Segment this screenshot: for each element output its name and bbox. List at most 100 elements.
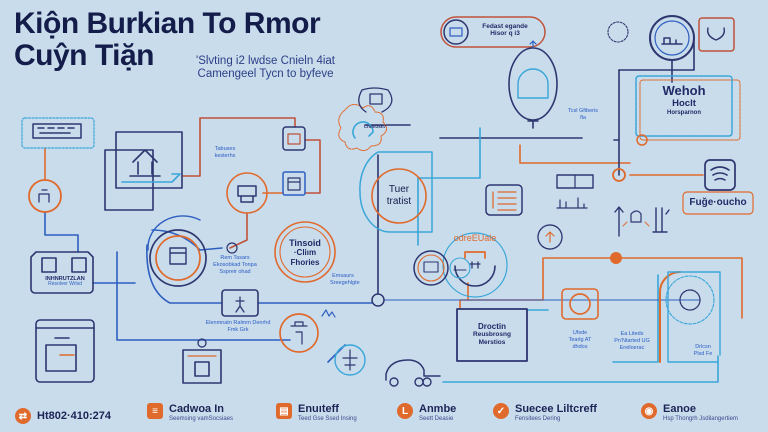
person-icon — [38, 189, 50, 203]
brain-frame-orange — [659, 271, 681, 363]
camera-icon — [45, 337, 77, 372]
cog-outline — [338, 104, 387, 152]
junction-dot — [371, 293, 385, 307]
fuge-label[interactable]: Fuğe·oucho — [689, 197, 747, 208]
ticket-icon: ≡ — [147, 403, 163, 419]
sun-icon — [607, 21, 629, 43]
handshake-icon: ⇄ — [15, 408, 31, 424]
runner-frame — [221, 289, 259, 317]
building-caption-line-1: INHNRUTZLAN — [45, 276, 85, 282]
list-icon — [492, 191, 517, 211]
outer-ring — [274, 221, 336, 283]
laptop-screen — [194, 361, 210, 377]
brain-cloud — [665, 275, 715, 325]
shield-check-icon: ✓ — [493, 403, 509, 419]
webhook-frame — [635, 75, 733, 137]
gear-icon — [197, 338, 207, 348]
heart-icon — [706, 27, 726, 41]
footer-title: Anmbe — [419, 403, 457, 415]
dome-icon — [517, 68, 549, 99]
list-frame — [485, 184, 523, 216]
brain-icon — [679, 289, 701, 311]
bucket-circle-node — [147, 215, 238, 287]
center-label[interactable]: Tuer tratist — [372, 184, 426, 207]
center-ring — [371, 168, 427, 224]
connector — [146, 244, 223, 304]
connector — [417, 127, 481, 246]
footer-subtitle: Teed Gse Ssed Insing — [298, 416, 357, 422]
title-line-1: Kiộn Burkian To Rmor — [14, 7, 321, 40]
building-node — [21, 117, 95, 149]
junction-dot — [612, 168, 626, 182]
building-icon-detail — [37, 127, 75, 134]
building-caption: INHNRUTZLAN Resolver Wrlsd — [34, 276, 96, 288]
laptop-frame — [182, 349, 222, 384]
building-frame — [21, 117, 95, 149]
center-line-2: tratist — [386, 195, 412, 207]
note: Drlcsn Plsd Fe — [693, 344, 713, 357]
cog-node — [338, 104, 387, 152]
wheel-icon — [414, 377, 424, 387]
connector — [151, 229, 223, 251]
webhook-line-2: Hoclt — [672, 97, 696, 109]
list-node — [485, 184, 523, 216]
decision-line-1: Droctin — [478, 322, 506, 331]
footer-title: Eanoe — [663, 403, 697, 415]
pot-node — [358, 87, 393, 113]
image-tile — [282, 126, 306, 151]
squiggle — [321, 309, 336, 318]
connector — [613, 69, 620, 141]
footer-subtitle: Fensitees Dering — [515, 416, 561, 422]
runner-node — [221, 289, 259, 317]
arc-label: odreEUale — [453, 233, 497, 243]
decision-label[interactable]: Droctin Reusbrosng Merstios — [457, 322, 527, 346]
inner-ring — [279, 226, 331, 278]
bulb-rays — [622, 221, 650, 227]
subtitle-line-2: Camengeel Tycn to byfeve — [197, 68, 334, 80]
connector — [44, 211, 79, 253]
pill-line-1: Fedast egande — [482, 23, 528, 30]
recycle-circle-node — [28, 179, 62, 213]
laptop-node — [182, 338, 222, 384]
small-icons — [537, 168, 670, 264]
note: Emsaurs Sreegehlgte — [330, 273, 360, 286]
bucket-icon — [169, 247, 187, 265]
pill-tile — [698, 17, 735, 52]
pot-frame — [358, 87, 393, 113]
note: Ea Liteds Pn'Ntarted UG Ereiloerac — [614, 331, 650, 351]
webhook-label[interactable]: Wehoh Hoclt Horsparnon — [636, 83, 732, 117]
cloud-icon — [464, 251, 486, 259]
gear-icon — [636, 134, 648, 146]
bike-ring — [449, 257, 471, 279]
gear-icon — [610, 252, 622, 264]
resolver-node — [30, 251, 95, 383]
webhook-line-1: Wehoh — [662, 83, 706, 98]
jar-icon — [287, 177, 301, 191]
museum-frame-back — [115, 131, 183, 189]
decision-line-2: Reusbrosng — [473, 331, 511, 339]
oval-frame — [508, 47, 558, 121]
cowboy-node — [279, 309, 336, 353]
family-icon — [469, 261, 481, 269]
note: Tabuses kesterhs — [214, 146, 236, 159]
runner-icon — [235, 296, 245, 313]
footer-item: ⇄ Ht802·410:274 — [15, 408, 111, 424]
screen-window — [35, 319, 95, 383]
timed-label[interactable]: Tinsoid ·Cliım Fhories — [275, 238, 335, 267]
connector — [618, 41, 695, 71]
people-ring-inner — [417, 254, 445, 282]
center-node — [359, 151, 433, 233]
building-icon — [32, 123, 82, 139]
plant-icon — [545, 231, 555, 243]
wheel-icon — [422, 377, 432, 387]
timed-line-1: Tinsoid — [289, 238, 321, 248]
people-icon — [423, 261, 439, 273]
connector — [612, 274, 659, 363]
footer-subtitle: Seemsing vamSocsiaes — [169, 416, 234, 422]
brain-node — [659, 271, 721, 363]
sun-icon — [537, 224, 563, 250]
footer-title: Suecee Liltcreff — [515, 403, 597, 415]
